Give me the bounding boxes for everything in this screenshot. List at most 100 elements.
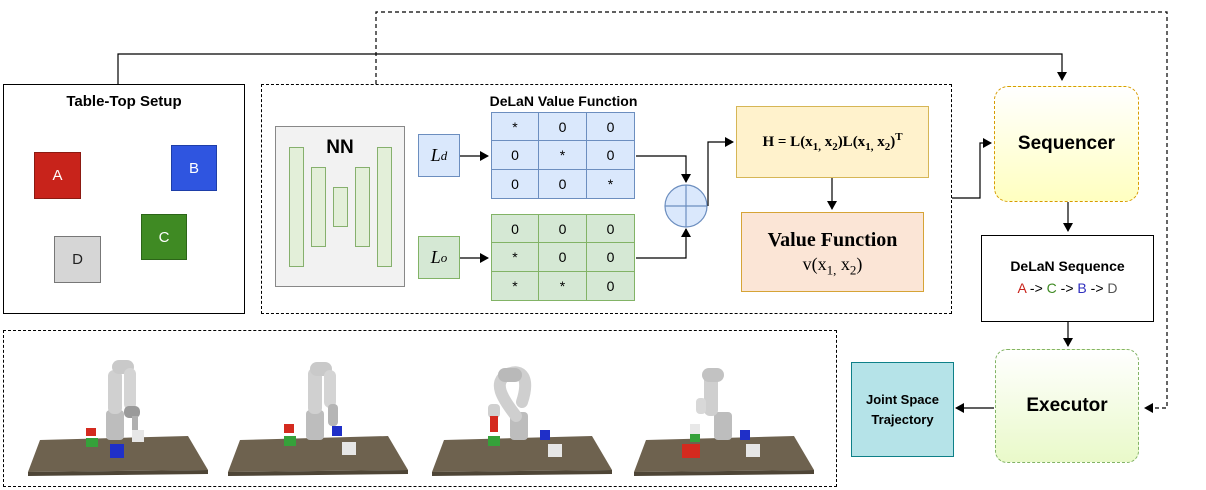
sequence-token: C bbox=[1046, 280, 1057, 296]
nn-label: NN bbox=[326, 137, 354, 158]
cube-a-label: A bbox=[52, 167, 63, 184]
blue-block bbox=[740, 430, 750, 440]
connector-tabletop-sequencer bbox=[117, 53, 1067, 84]
white-block bbox=[132, 430, 144, 442]
sequence-token: B bbox=[1077, 280, 1087, 296]
connector-matrixo-plus bbox=[636, 228, 691, 259]
joint-space-line2: Trajectory bbox=[871, 411, 934, 427]
simulation-frame-3 bbox=[432, 366, 612, 476]
matrix-o-cell: 0 bbox=[491, 214, 539, 243]
matrix-d-cell: * bbox=[491, 112, 539, 141]
sequence-token: A bbox=[1017, 280, 1027, 296]
sequence-token: -> bbox=[1086, 280, 1108, 296]
sequencer-label: Sequencer bbox=[1017, 133, 1116, 154]
cube-b-label: B bbox=[188, 159, 199, 177]
value-function-box: Value Function v(x1, x2) bbox=[741, 212, 924, 292]
nn-layer-1 bbox=[289, 147, 304, 267]
cube-c-label: C bbox=[158, 228, 170, 246]
ld-label: L bbox=[430, 145, 441, 165]
connector-matrixd-plus bbox=[636, 155, 691, 183]
robot-arm-1 bbox=[106, 360, 140, 440]
joint-space-trajectory-box: Joint Space Trajectory bbox=[851, 362, 954, 457]
neural-network-block: NN bbox=[275, 126, 405, 287]
nn-layer-2 bbox=[311, 167, 326, 247]
white-block-stacked bbox=[690, 424, 700, 434]
delan-sequence-order: A -> C -> B -> D bbox=[982, 280, 1153, 296]
green-block bbox=[488, 436, 500, 446]
ld-subscript: d bbox=[440, 147, 448, 163]
connector-delan-sequencer bbox=[952, 138, 992, 199]
matrix-d-cell: 0 bbox=[586, 112, 635, 141]
table-top-setup-panel: Table-Top Setup bbox=[3, 84, 245, 314]
sequence-token: -> bbox=[1026, 280, 1047, 296]
nn-layer-4 bbox=[355, 167, 370, 247]
simulation-frame-2 bbox=[228, 362, 408, 476]
green-block bbox=[284, 436, 296, 446]
white-block bbox=[548, 444, 562, 457]
matrix-o-cell: 0 bbox=[586, 214, 635, 243]
red-block bbox=[284, 424, 294, 433]
matrix-d-cell: 0 bbox=[491, 140, 539, 170]
executor-label: Executor bbox=[1026, 395, 1108, 416]
blue-block bbox=[332, 426, 342, 436]
delan-sequence-title: DeLaN Sequence bbox=[1010, 258, 1125, 274]
connector-delan-executor-dashed bbox=[375, 11, 1168, 413]
blue-block bbox=[110, 444, 124, 458]
matrix-o-cell: * bbox=[491, 271, 539, 301]
matrix-d-cell: * bbox=[538, 140, 587, 170]
matrix-o-cell: * bbox=[491, 242, 539, 272]
lo-subscript: o bbox=[440, 249, 448, 265]
h-formula: H = L(x1, x2)L(x1, x2)T bbox=[762, 131, 903, 153]
matrix-o-cell: * bbox=[538, 271, 587, 301]
value-function-formula: v(x1, x2) bbox=[802, 254, 863, 278]
green-block bbox=[86, 438, 98, 447]
matrix-o-cell: 0 bbox=[538, 242, 587, 272]
green-block bbox=[690, 434, 700, 442]
lo-label: L bbox=[430, 247, 441, 267]
matrix-o-cell: 0 bbox=[586, 271, 635, 301]
cube-d-label: D bbox=[72, 251, 83, 268]
cube-d: D bbox=[54, 236, 101, 283]
robot-arm-2 bbox=[306, 362, 338, 440]
nn-layer-5 bbox=[377, 147, 392, 267]
matrix-d-cell: * bbox=[586, 169, 635, 199]
white-block bbox=[342, 442, 356, 455]
connector-plus-h bbox=[707, 137, 734, 206]
robot-arm-3 bbox=[488, 366, 532, 440]
sum-operator-icon bbox=[664, 184, 708, 228]
delan-sequence-box: DeLaN Sequence A -> C -> B -> D bbox=[981, 235, 1154, 322]
matrix-d-cell: 0 bbox=[538, 112, 587, 141]
executor-block: Executor bbox=[995, 349, 1139, 463]
sequence-token: D bbox=[1107, 280, 1118, 296]
delan-title: DeLaN Value Function bbox=[489, 93, 638, 109]
simulation-frame-4 bbox=[634, 368, 814, 476]
simulation-frame-1 bbox=[28, 360, 208, 476]
cube-b: B bbox=[171, 145, 217, 191]
sequencer-block: Sequencer bbox=[994, 86, 1139, 202]
white-block bbox=[746, 444, 760, 457]
h-formula-box: H = L(x1, x2)L(x1, x2)T bbox=[736, 106, 929, 178]
matrix-d-cell: 0 bbox=[491, 169, 539, 199]
value-function-title: Value Function bbox=[767, 229, 898, 251]
robot-arm-4 bbox=[696, 368, 732, 440]
cube-a: A bbox=[34, 152, 81, 199]
blue-block bbox=[540, 430, 550, 440]
matrix-o-cell: 0 bbox=[538, 214, 587, 243]
cube-c: C bbox=[141, 214, 187, 260]
red-block bbox=[682, 444, 700, 458]
red-block bbox=[86, 428, 96, 436]
table-top-title: Table-Top Setup bbox=[66, 93, 182, 110]
matrix-d-cell: 0 bbox=[586, 140, 635, 170]
matrix-d-cell: 0 bbox=[538, 169, 587, 199]
simulation-frames-panel bbox=[3, 330, 837, 487]
sequence-token: -> bbox=[1056, 280, 1078, 296]
delan-value-function-panel: DeLaN Value Function bbox=[261, 84, 952, 314]
nn-layer-3 bbox=[333, 187, 348, 227]
matrix-o-cell: 0 bbox=[586, 242, 635, 272]
joint-space-line1: Joint Space bbox=[866, 391, 939, 407]
